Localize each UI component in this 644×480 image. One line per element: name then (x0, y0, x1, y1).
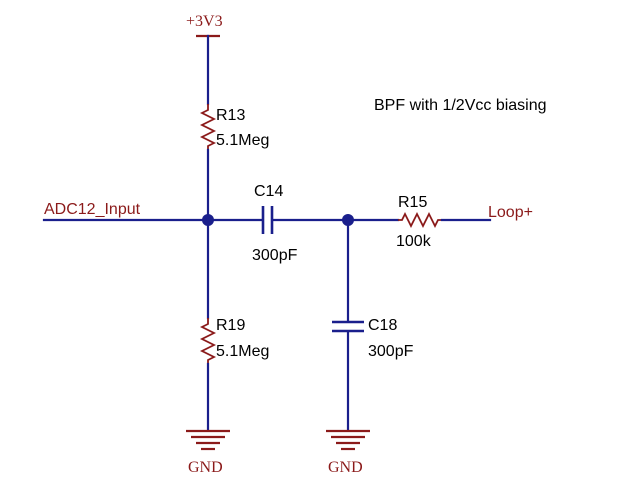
c14-capacitor-symbol (206, 206, 350, 234)
c14-value-label: 300pF (252, 247, 298, 264)
r15-resistor-symbol (346, 211, 492, 229)
output-net-label: Loop+ (488, 204, 533, 221)
input-net-label: ADC12_Input (44, 201, 141, 218)
c18-capacitor-symbol (332, 218, 364, 432)
r13-value-label: 5.1Meg (216, 132, 269, 149)
vcc-label: +3V3 (186, 13, 223, 30)
r15-value-label: 100k (396, 233, 432, 250)
gnd-right-label: GND (328, 459, 363, 476)
r13-resistor-symbol (199, 104, 217, 150)
r19-resistor-symbol (199, 318, 217, 432)
gnd-right-symbol (326, 429, 370, 451)
r19-ref-label: R19 (216, 317, 245, 334)
vcc-power-symbol (196, 34, 220, 106)
gnd-left-label: GND (188, 459, 223, 476)
c18-ref-label: C18 (368, 317, 397, 334)
c14-ref-label: C14 (254, 183, 283, 200)
gnd-left-symbol (186, 429, 230, 451)
r19-value-label: 5.1Meg (216, 343, 269, 360)
r15-ref-label: R15 (398, 194, 427, 211)
circuit-note: BPF with 1/2Vcc biasing (374, 97, 547, 114)
c18-value-label: 300pF (368, 343, 414, 360)
r13-ref-label: R13 (216, 107, 245, 124)
